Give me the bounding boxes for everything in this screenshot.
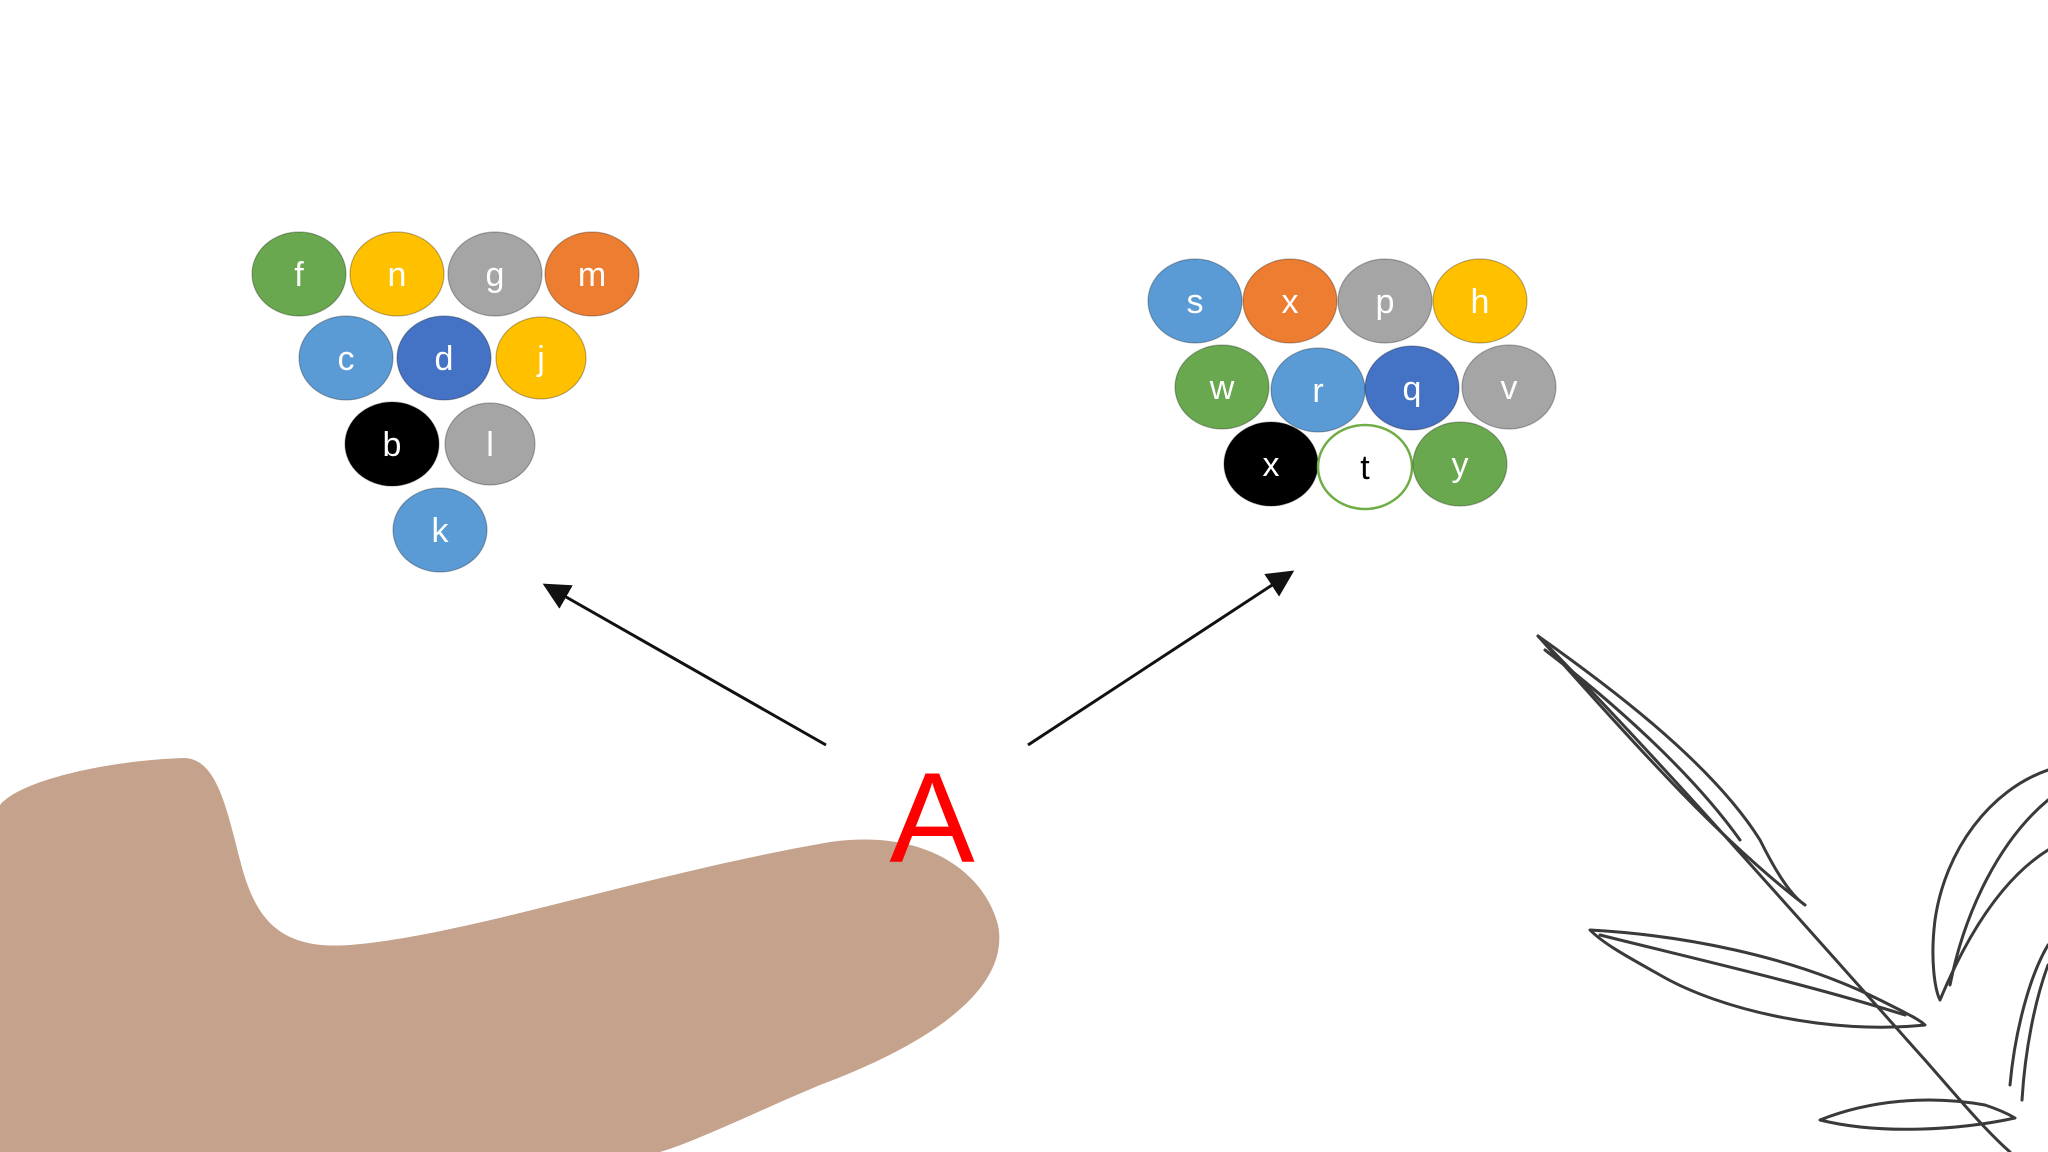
right-ball-x-8: x <box>1223 421 1319 507</box>
right-ball-circle <box>1364 345 1460 431</box>
right-ball-circle <box>1174 344 1270 430</box>
left-ball-circle <box>396 315 492 401</box>
left-ball-n-1: n <box>349 231 445 317</box>
left-ball-label: b <box>383 426 402 464</box>
left-ball-circle <box>251 231 347 317</box>
right-ball-label: x <box>1282 283 1299 321</box>
right-ball-q-6: q <box>1364 345 1460 431</box>
right-ball-label: r <box>1312 372 1323 410</box>
left-ball-b-7: b <box>344 401 440 487</box>
left-ball-label: k <box>432 512 450 550</box>
arrow-to-left-cluster <box>542 583 827 747</box>
left-ball-label: l <box>486 426 494 464</box>
left-ball-label: d <box>435 340 454 378</box>
right-ball-circle <box>1337 258 1433 344</box>
left-ball-label: f <box>294 256 304 294</box>
right-ball-h-3: h <box>1432 258 1528 344</box>
left-ball-label: j <box>536 340 545 378</box>
center-label: A <box>889 747 975 890</box>
right-ball-label: w <box>1209 369 1235 407</box>
left-ball-circle <box>495 316 587 400</box>
left-ball-circle <box>392 487 488 573</box>
right-ball-label: y <box>1452 446 1469 484</box>
right-ball-label: s <box>1187 283 1204 321</box>
left-ball-d-5: d <box>396 315 492 401</box>
right-ball-t-9: t <box>1316 423 1414 511</box>
left-ball-k-9: k <box>392 487 488 573</box>
left-ball-circle <box>444 402 536 486</box>
left-ball-l-8: l <box>444 402 536 486</box>
right-ball-p-2: p <box>1337 258 1433 344</box>
left-ball-circle <box>298 315 394 401</box>
right-ball-circle <box>1432 258 1528 344</box>
right-ball-y-10: y <box>1412 421 1508 507</box>
left-ball-f-0: f <box>251 231 347 317</box>
left-ball-circle <box>447 231 543 317</box>
right-ball-label: q <box>1403 370 1422 408</box>
pointing-hand-icon <box>0 758 1000 1152</box>
left-ball-c-4: c <box>298 315 394 401</box>
right-ball-x-1: x <box>1242 258 1338 344</box>
right-ball-circle <box>1461 344 1557 430</box>
right-ball-label: p <box>1376 283 1395 321</box>
left-ball-label: n <box>388 256 407 294</box>
right-ball-circle <box>1412 421 1508 507</box>
right-ball-s-0: s <box>1147 258 1243 344</box>
left-ball-m-3: m <box>544 231 640 317</box>
right-ball-circle <box>1316 423 1414 511</box>
right-ball-label: x <box>1263 446 1280 484</box>
left-ball-cluster: f n g m c d j b l k <box>251 231 640 573</box>
right-ball-label: h <box>1471 283 1490 321</box>
right-ball-cluster: s x p h w r q v x t y <box>1147 258 1557 511</box>
right-ball-circle <box>1147 258 1243 344</box>
left-ball-circle <box>544 231 640 317</box>
left-ball-circle <box>349 231 445 317</box>
left-ball-j-6: j <box>495 316 587 400</box>
right-ball-label: t <box>1360 449 1370 487</box>
right-ball-circle <box>1270 347 1366 433</box>
left-ball-g-2: g <box>447 231 543 317</box>
right-ball-label: v <box>1501 369 1518 407</box>
right-ball-v-7: v <box>1461 344 1557 430</box>
right-ball-w-4: w <box>1174 344 1270 430</box>
right-ball-r-5: r <box>1270 347 1366 433</box>
left-ball-circle <box>344 401 440 487</box>
arrow-to-right-cluster <box>1027 570 1295 747</box>
leaf-branch-icon <box>1536 634 2048 1152</box>
left-ball-label: g <box>486 256 505 294</box>
left-ball-label: m <box>578 256 606 294</box>
left-ball-label: c <box>338 340 355 378</box>
right-ball-circle <box>1242 258 1338 344</box>
